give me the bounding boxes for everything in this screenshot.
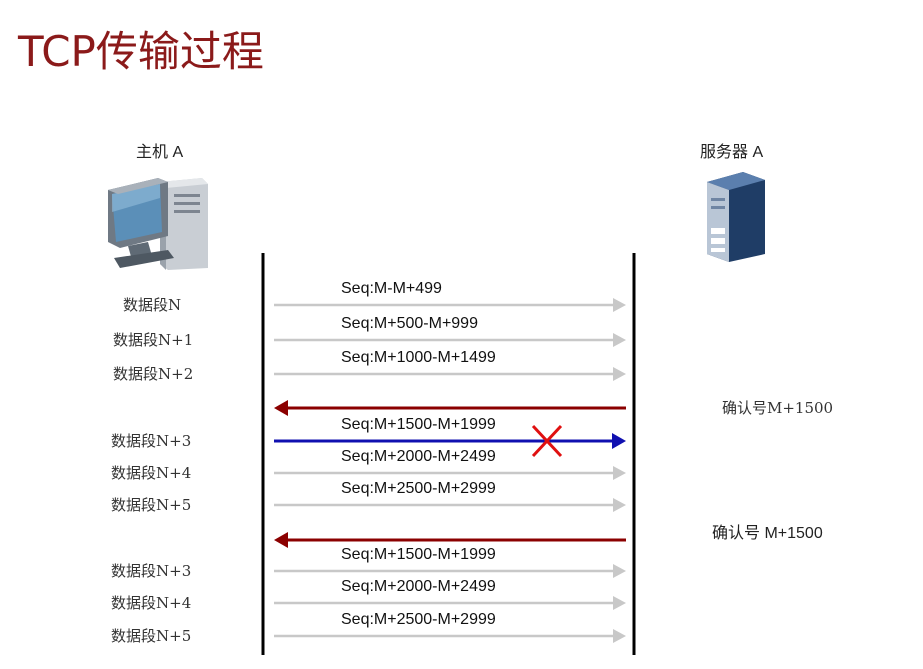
desktop-computer-icon bbox=[108, 178, 208, 270]
segment-label: 数据段N+1 bbox=[113, 331, 194, 349]
lost-packet-mark bbox=[531, 424, 563, 458]
arrowhead bbox=[613, 596, 626, 610]
arrowhead bbox=[613, 298, 626, 312]
segment-label: 数据段N+5 bbox=[111, 627, 192, 645]
arrowhead bbox=[613, 466, 626, 480]
arrowhead bbox=[613, 333, 626, 347]
seq-label: Seq:M+2500-M+2999 bbox=[341, 480, 496, 497]
server-tower-icon bbox=[707, 172, 765, 262]
arrowhead bbox=[274, 400, 288, 416]
arrowhead bbox=[613, 629, 626, 643]
segment-label: 数据段N+4 bbox=[111, 594, 192, 612]
arrowhead bbox=[274, 532, 288, 548]
seq-label: Seq:M+500-M+999 bbox=[341, 315, 478, 332]
host-label: 主机 A bbox=[136, 144, 184, 161]
seq-label: Seq:M+1500-M+1999 bbox=[341, 546, 496, 563]
arrowhead bbox=[613, 367, 626, 381]
seq-label: Seq:M+2000-M+2499 bbox=[341, 448, 496, 465]
segment-label: 数据段N bbox=[123, 296, 182, 314]
seq-label: Seq:M+1000-M+1499 bbox=[341, 349, 496, 366]
arrowhead bbox=[613, 498, 626, 512]
segment-label: 数据段N+4 bbox=[111, 464, 192, 482]
arrowhead bbox=[613, 564, 626, 578]
seq-label: Seq:M-M+499 bbox=[341, 280, 442, 297]
arrowhead bbox=[612, 433, 626, 449]
segment-label: 数据段N+2 bbox=[113, 365, 194, 383]
seq-label: Seq:M+2500-M+2999 bbox=[341, 611, 496, 628]
segment-label: 数据段N+3 bbox=[111, 562, 192, 580]
server-label: 服务器 A bbox=[700, 144, 764, 161]
page-title: TCP传输过程 bbox=[18, 27, 264, 76]
segment-label: 数据段N+3 bbox=[111, 432, 192, 450]
ack-label: 确认号M+1500 bbox=[722, 399, 834, 417]
seq-label: Seq:M+2000-M+2499 bbox=[341, 578, 496, 595]
ack-label: 确认号 M+1500 bbox=[712, 525, 823, 542]
segment-label: 数据段N+5 bbox=[111, 496, 192, 514]
seq-label: Seq:M+1500-M+1999 bbox=[341, 416, 496, 433]
